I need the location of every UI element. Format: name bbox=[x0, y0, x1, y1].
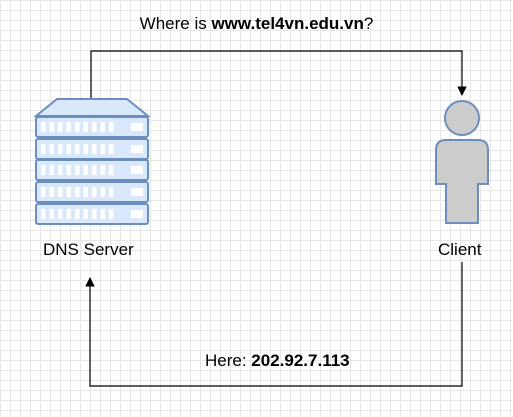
client-label: Client bbox=[438, 240, 482, 259]
query-suffix: ? bbox=[363, 14, 374, 33]
server-rack-icon[interactable] bbox=[33, 98, 151, 225]
person-icon[interactable] bbox=[435, 100, 489, 224]
query-label: Where is www.tel4vn.edu.vn? bbox=[0, 14, 513, 34]
server-unit bbox=[35, 203, 149, 225]
server-unit bbox=[35, 181, 149, 203]
server-unit bbox=[35, 159, 149, 181]
server-unit bbox=[35, 138, 149, 160]
answer-prefix: Here: bbox=[205, 351, 252, 370]
server-unit bbox=[35, 116, 149, 138]
query-prefix: Where is bbox=[139, 14, 212, 33]
query-arrow bbox=[90, 50, 467, 98]
answer-ip: 202.92.7.113 bbox=[251, 351, 350, 370]
answer-arrow bbox=[85, 262, 463, 387]
answer-label: Here: 202.92.7.113 bbox=[205, 351, 350, 371]
dns-server-label: DNS Server bbox=[43, 240, 134, 259]
query-domain: www.tel4vn.edu.vn bbox=[211, 14, 364, 33]
